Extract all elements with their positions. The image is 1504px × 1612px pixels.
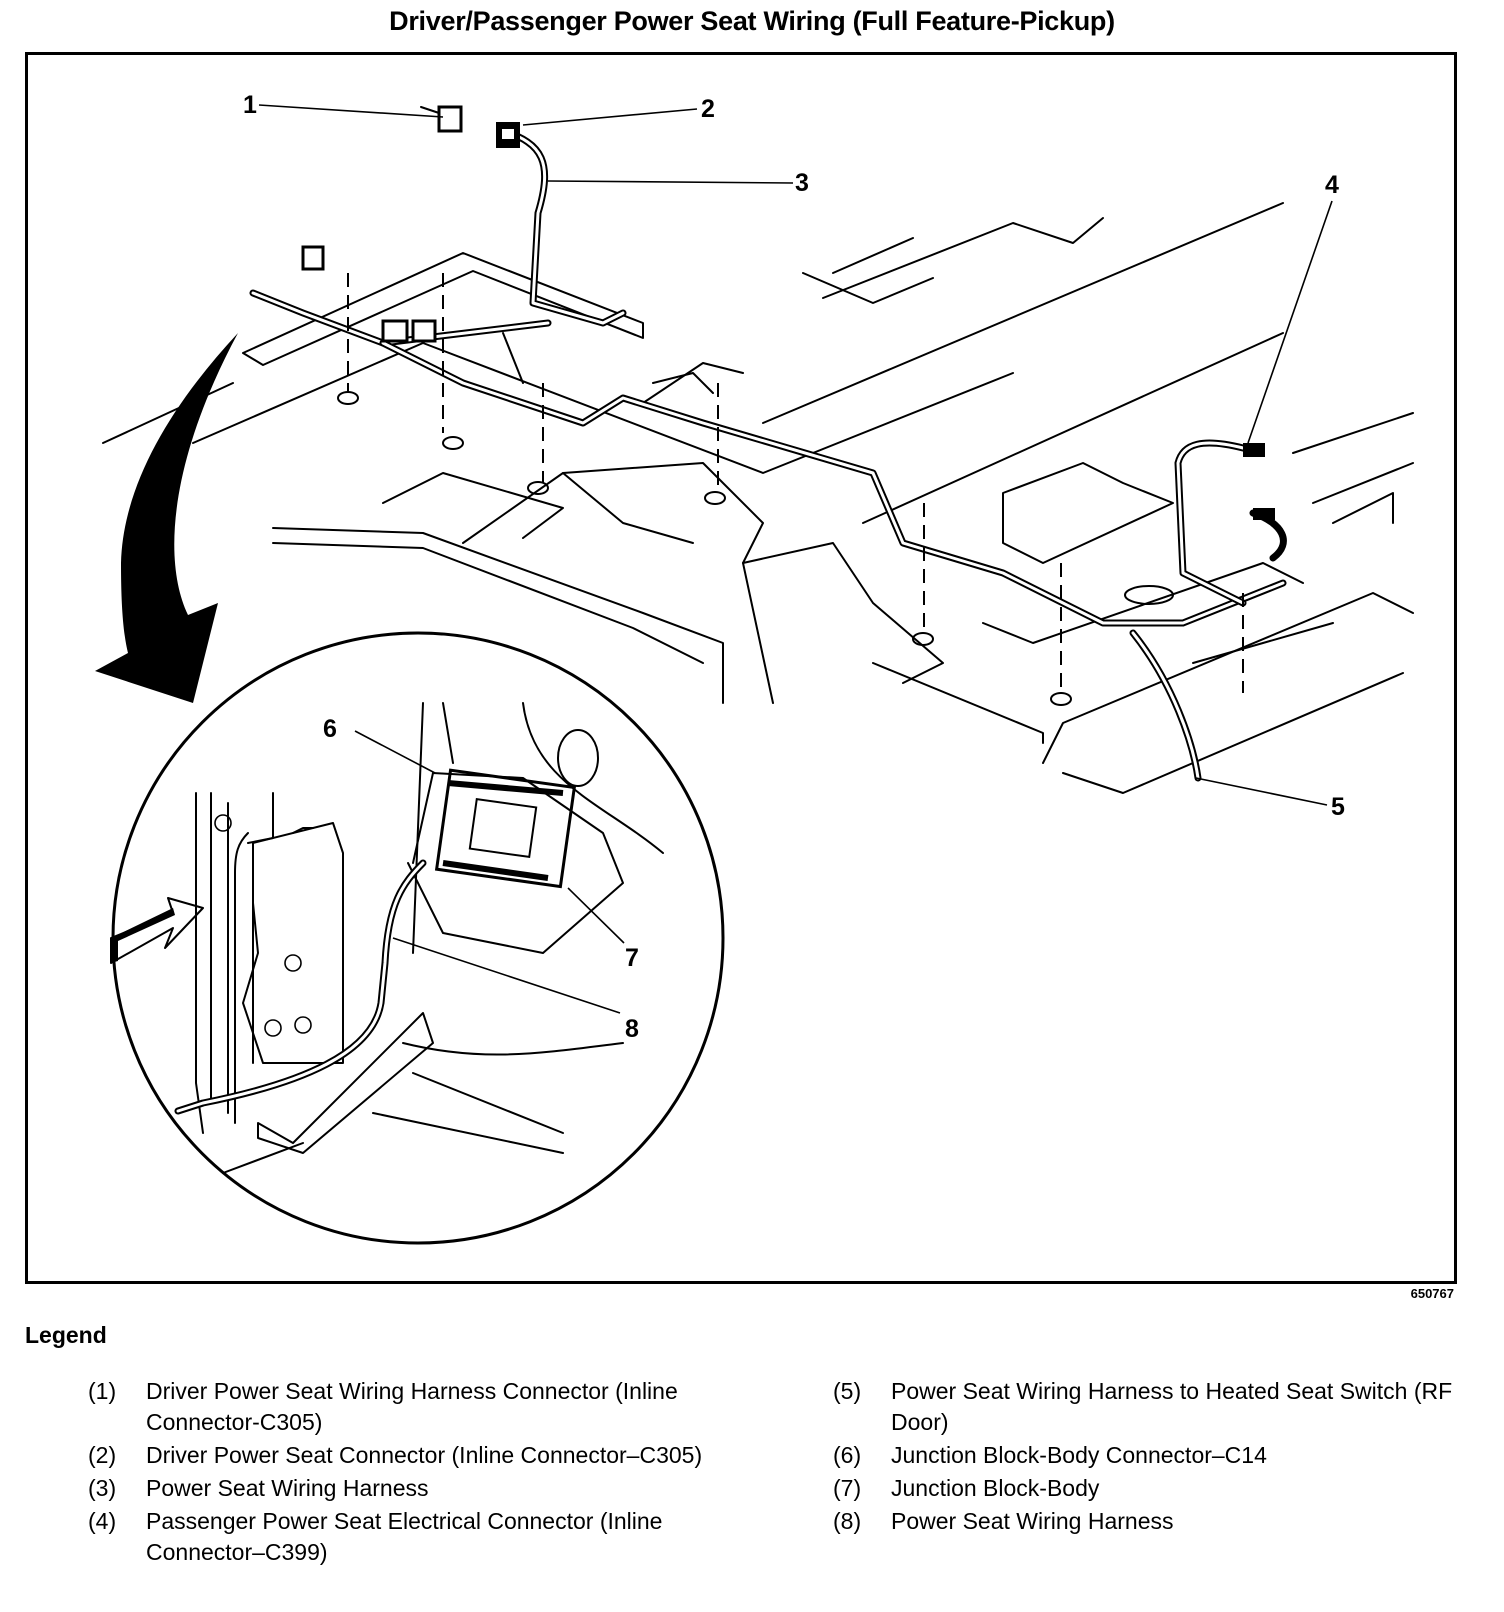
detail-arrow-icon (95, 333, 238, 703)
connector-c305-seat (496, 122, 520, 148)
floor-pan-drawing (102, 202, 1414, 794)
driver-side-connector (301, 245, 437, 343)
connector-c305-harness (420, 105, 463, 133)
legend-column-left: (1) Driver Power Seat Wiring Harness Con… (88, 1376, 728, 1570)
legend-item: (3) Power Seat Wiring Harness (88, 1473, 728, 1504)
legend-item-number: (8) (833, 1508, 862, 1534)
legend-item-number: (4) (88, 1508, 117, 1534)
legend-item: (6) Junction Block-Body Connector–C14 (833, 1440, 1473, 1471)
legend-item-text: Driver Power Seat Wiring Harness Connect… (146, 1378, 678, 1435)
callout-1: 1 (243, 91, 257, 119)
connector-c399 (1243, 443, 1275, 520)
diagram-frame: 1 2 3 4 5 6 7 8 (25, 52, 1457, 1284)
legend-item: (4) Passenger Power Seat Electrical Conn… (88, 1506, 728, 1568)
legend-item-number: (1) (88, 1378, 117, 1404)
legend-item-number: (5) (833, 1378, 862, 1404)
legend-item-number: (2) (88, 1442, 117, 1468)
legend-item-text: Junction Block-Body (891, 1475, 1100, 1501)
legend-item-text: Junction Block-Body Connector–C14 (891, 1442, 1267, 1468)
callout-leaders (258, 104, 1333, 1014)
figure-number: 650767 (1410, 1286, 1454, 1301)
legend-item-number: (3) (88, 1475, 117, 1501)
legend-item-text: Passenger Power Seat Electrical Connecto… (146, 1508, 663, 1565)
legend-item-number: (7) (833, 1475, 862, 1501)
callout-5: 5 (1331, 793, 1345, 821)
wiring-illustration: 1 2 3 4 5 6 7 8 (95, 91, 1414, 1245)
legend-item-text: Power Seat Wiring Harness (891, 1508, 1174, 1534)
legend-item-text: Driver Power Seat Connector (Inline Conn… (146, 1442, 703, 1468)
legend-item: (2) Driver Power Seat Connector (Inline … (88, 1440, 728, 1471)
legend-item: (7) Junction Block-Body (833, 1473, 1473, 1504)
legend-item: (5) Power Seat Wiring Harness to Heated … (833, 1376, 1473, 1438)
callout-7: 7 (625, 944, 639, 972)
legend-item-number: (6) (833, 1442, 862, 1468)
callout-4: 4 (1325, 171, 1339, 199)
legend-item: (8) Power Seat Wiring Harness (833, 1506, 1473, 1537)
legend-item: (1) Driver Power Seat Wiring Harness Con… (88, 1376, 728, 1438)
callout-3: 3 (795, 169, 809, 197)
legend-heading: Legend (25, 1322, 107, 1348)
callout-6: 6 (323, 715, 337, 743)
diagram-title: Driver/Passenger Power Seat Wiring (Full… (389, 6, 1115, 36)
callout-2: 2 (701, 95, 715, 123)
detail-view-junction-block (110, 631, 725, 1245)
legend-column-right: (5) Power Seat Wiring Harness to Heated … (833, 1376, 1473, 1539)
legend-item-text: Power Seat Wiring Harness to Heated Seat… (891, 1378, 1453, 1435)
fastener-guides (337, 273, 1244, 706)
callout-8: 8 (625, 1015, 639, 1043)
legend-item-text: Power Seat Wiring Harness (146, 1475, 429, 1501)
